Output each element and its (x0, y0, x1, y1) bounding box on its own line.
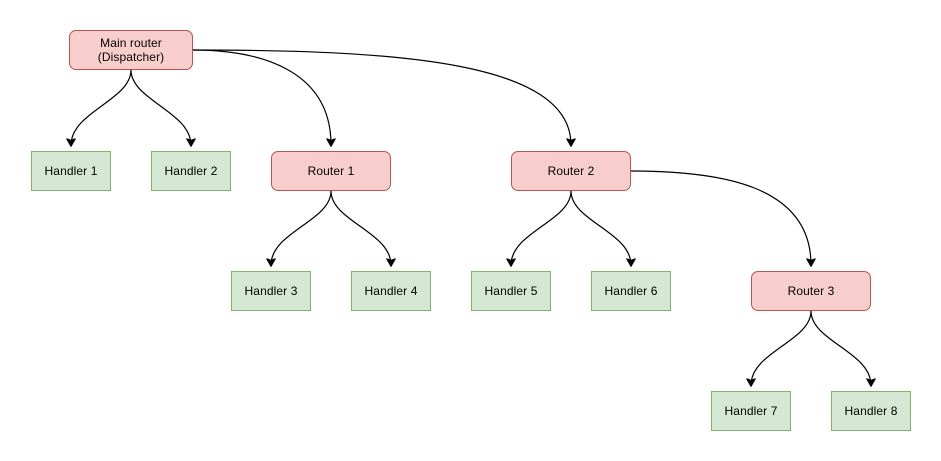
edge-main-router-to-handler-1 (71, 69, 132, 145)
node-main-router[interactable]: Main router (Dispatcher) (69, 30, 193, 70)
node-label-handler-4: Handler 4 (364, 284, 418, 298)
node-label-handler-7: Handler 7 (724, 404, 778, 418)
edge-group (71, 49, 871, 385)
node-handler-4[interactable]: Handler 4 (351, 271, 431, 311)
edge-main-router-to-handler-2 (130, 69, 191, 145)
node-handler-1[interactable]: Handler 1 (31, 151, 111, 191)
node-router-2[interactable]: Router 2 (511, 151, 631, 191)
node-label-router-2: Router 2 (547, 164, 595, 178)
edge-router-1-to-handler-3 (271, 190, 332, 265)
node-label-handler-8: Handler 8 (844, 404, 898, 418)
node-handler-2[interactable]: Handler 2 (151, 151, 231, 191)
edge-main-router-to-router-2 (192, 49, 571, 145)
edge-router-3-to-handler-7 (751, 310, 812, 385)
edge-main-router-to-router-1 (192, 49, 331, 145)
node-label-handler-6: Handler 6 (604, 284, 658, 298)
node-handler-5[interactable]: Handler 5 (471, 271, 551, 311)
edge-router-1-to-handler-4 (330, 190, 391, 265)
node-label-handler-5: Handler 5 (484, 284, 538, 298)
node-handler-6[interactable]: Handler 6 (591, 271, 671, 311)
node-handler-7[interactable]: Handler 7 (711, 391, 791, 431)
node-handler-3[interactable]: Handler 3 (231, 271, 311, 311)
node-label-handler-3: Handler 3 (244, 284, 298, 298)
node-handler-8[interactable]: Handler 8 (831, 391, 911, 431)
node-label-handler-2: Handler 2 (164, 164, 218, 178)
node-router-3[interactable]: Router 3 (751, 271, 871, 311)
edge-router-2-to-router-3 (630, 170, 811, 265)
node-label-router-3: Router 3 (787, 284, 835, 298)
edge-router-3-to-handler-8 (810, 310, 871, 385)
edge-router-2-to-handler-6 (570, 190, 631, 265)
node-label-main-router: Main router (Dispatcher) (97, 36, 165, 64)
node-label-handler-1: Handler 1 (44, 164, 98, 178)
node-router-1[interactable]: Router 1 (271, 151, 391, 191)
node-label-router-1: Router 1 (307, 164, 355, 178)
edge-router-2-to-handler-5 (511, 190, 572, 265)
